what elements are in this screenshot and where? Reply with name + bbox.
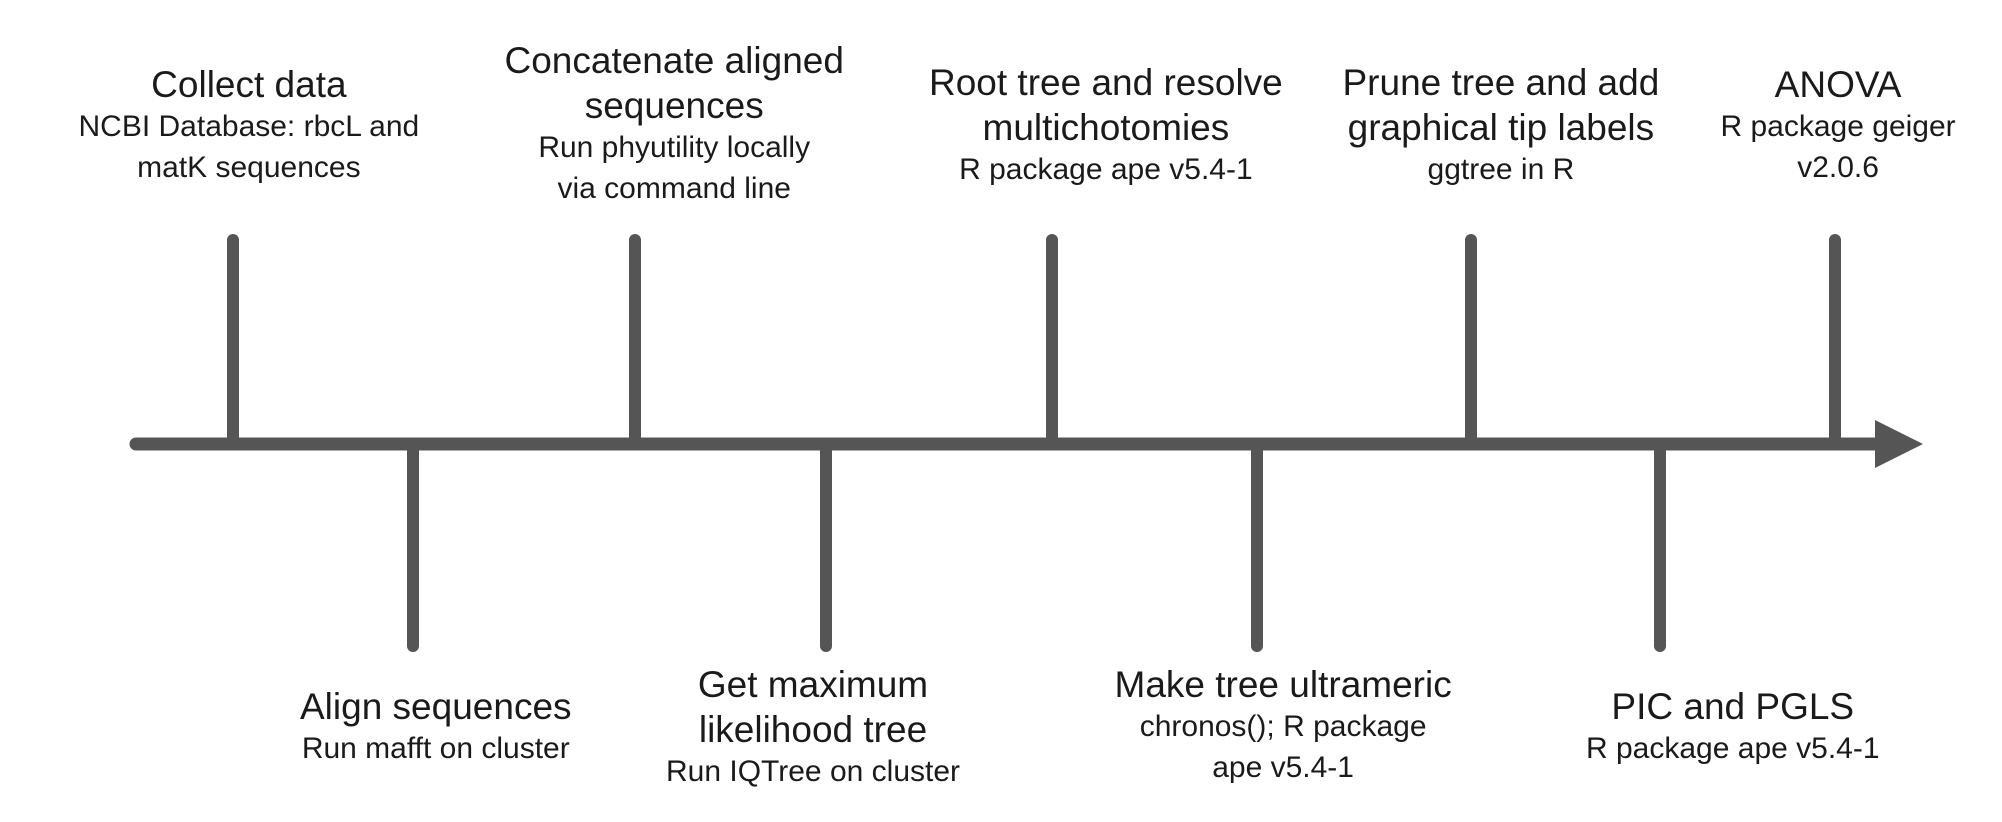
step-9-title: ANOVA — [1774, 64, 1902, 105]
step-9-label: ANOVA R package geiger v2.0.6 — [1721, 62, 1956, 189]
step-3-subtitle: via command line — [557, 172, 791, 206]
step-8-title: PIC and PGLS — [1611, 686, 1855, 727]
step-6-label: Make tree ultrameric chronos(); R package… — [1115, 662, 1452, 789]
step-2-title: Align sequences — [300, 686, 572, 727]
step-7-title: Prune tree and add — [1342, 62, 1660, 103]
step-8-subtitle: R package ape v5.4-1 — [1586, 732, 1880, 766]
step-3-title: Concatenate aligned — [504, 40, 844, 81]
step-9-subtitle: v2.0.6 — [1797, 150, 1879, 184]
step-1-subtitle: matK sequences — [137, 150, 361, 184]
step-5-title: multichotomies — [982, 107, 1230, 149]
step-1-title: Collect data — [151, 64, 347, 105]
step-6-title: Make tree ultrameric — [1114, 664, 1452, 705]
step-1-subtitle: NCBI Database: rbcL and — [78, 110, 420, 144]
step-9-subtitle: R package geiger — [1720, 110, 1956, 144]
step-6-subtitle: chronos(); R package — [1139, 710, 1427, 744]
step-4-title: Get maximum — [697, 664, 929, 705]
step-7-title: graphical tip labels — [1347, 107, 1655, 149]
step-3-title: sequences — [584, 85, 764, 127]
step-3-subtitle: Run phyutility locally — [538, 131, 811, 165]
timeline-ticks — [227, 234, 1841, 652]
step-5-subtitle: R package ape v5.4-1 — [959, 153, 1253, 187]
step-8-label: PIC and PGLS R package ape v5.4-1 — [1586, 684, 1880, 770]
step-5-title: Root tree and resolve — [929, 62, 1283, 103]
step-4-title: likelihood tree — [698, 709, 928, 751]
timeline-arrowhead — [1875, 420, 1923, 468]
step-7-subtitle: ggtree in R — [1427, 153, 1575, 187]
step-6-subtitle: ape v5.4-1 — [1212, 750, 1354, 784]
step-2-subtitle: Run mafft on cluster — [301, 732, 570, 766]
step-4-subtitle: Run IQTree on cluster — [666, 755, 961, 789]
